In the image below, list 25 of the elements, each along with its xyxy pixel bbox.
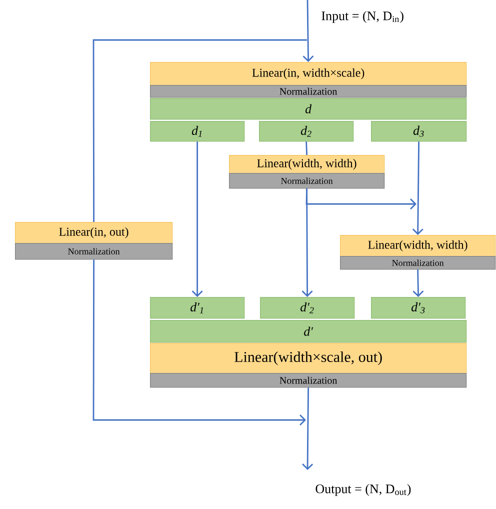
linear-layer-box: Linear(in, width×scale) (150, 62, 467, 86)
arrow (302, 388, 314, 470)
arrow (412, 270, 424, 297)
edge-label: Output = (N, D$_{out}$) (316, 484, 411, 496)
linear-layer-box: Linear(width, width) (340, 235, 496, 257)
linear-layer-box: Linear(width×scale, out) (150, 343, 467, 374)
feature-block: d′$_{2}$ (260, 297, 355, 319)
linear-layer-box: Linear(in, out) (15, 222, 173, 244)
linear-layer-box: Linear(width, width) (229, 155, 385, 174)
feature-block: d$_{1}$ (150, 121, 245, 142)
arrow (92, 260, 306, 426)
arrow (306, 188, 416, 210)
feature-block: d′$_{1}$ (150, 297, 245, 319)
normalization-bar: Normalization (229, 173, 385, 189)
feature-block: d′$_{3}$ (371, 297, 466, 319)
normalization-bar: Normalization (15, 243, 173, 260)
feature-block: d$_{3}$ (371, 121, 467, 142)
normalization-bar: Normalization (150, 373, 467, 388)
normalization-bar: Normalization (150, 85, 467, 98)
arrow (412, 142, 424, 235)
edge-label: Input = (N, D$_{in}$) (322, 11, 404, 23)
arrow (192, 142, 203, 297)
arrow (302, 0, 314, 62)
normalization-bar: Normalization (340, 256, 496, 270)
feature-block: d$_{2}$ (259, 121, 354, 142)
